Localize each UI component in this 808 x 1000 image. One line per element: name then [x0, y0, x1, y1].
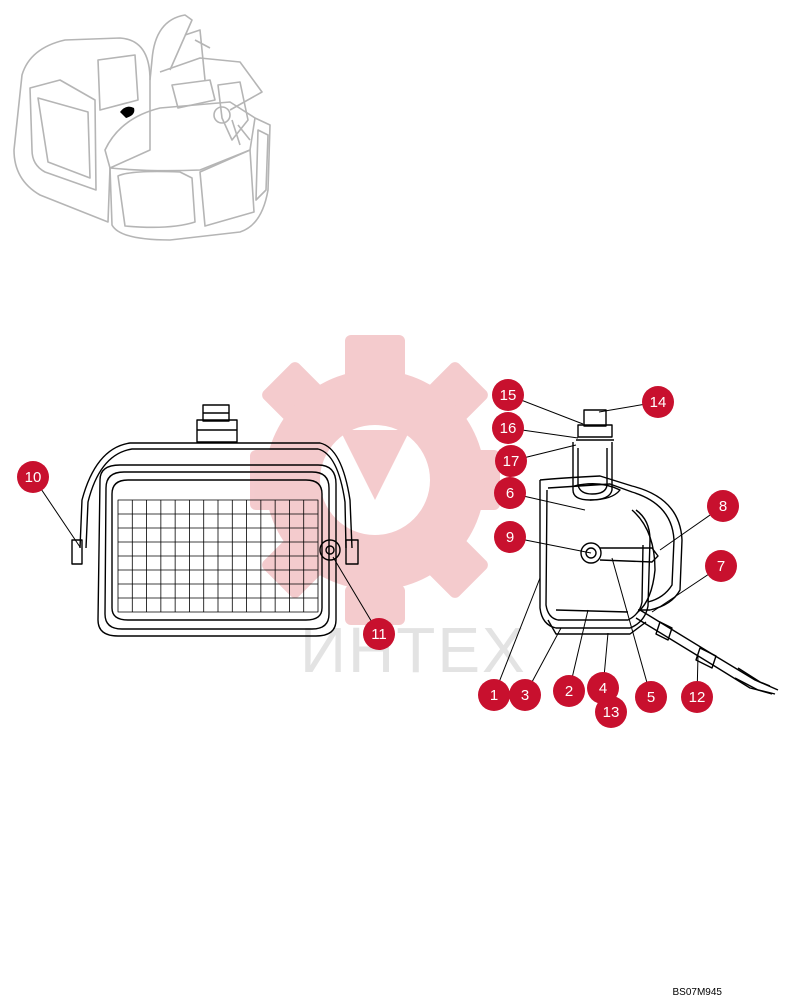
callout-label: 5: [647, 689, 655, 706]
callout-label: 6: [506, 485, 514, 502]
callout-3: 3: [509, 627, 562, 711]
callout-7: 7: [651, 550, 737, 613]
callout-label: 11: [371, 626, 387, 643]
callout-label: 9: [506, 529, 514, 546]
callout-marker: [595, 696, 627, 728]
work-light-location-marker: [120, 106, 135, 118]
callout-1: 1: [478, 577, 541, 711]
callout-label: 4: [599, 680, 607, 697]
callout-marker: [681, 681, 713, 713]
callout-marker: [494, 477, 526, 509]
callout-11: 11: [332, 556, 395, 650]
callout-marker: [494, 521, 526, 553]
callout-marker: [707, 490, 739, 522]
callout-label: 17: [503, 453, 520, 470]
lens-grid: [117, 499, 319, 613]
callout-10: 10: [17, 461, 81, 548]
callout-2: 2: [553, 609, 589, 707]
callout-9: 9: [494, 521, 592, 554]
callout-marker: [492, 379, 524, 411]
machine-location-sketch: [13, 14, 271, 241]
callout-marker: [495, 445, 527, 477]
work-light-front-view: [71, 404, 359, 637]
leader-line: [611, 557, 652, 698]
callout-marker: [553, 675, 585, 707]
callout-15: 15: [492, 379, 584, 425]
callout-label: 2: [565, 683, 573, 700]
callout-label: 10: [25, 469, 42, 486]
callout-16: 16: [492, 412, 579, 444]
callout-label: 3: [521, 687, 529, 704]
callout-label: 14: [650, 394, 667, 411]
callout-marker: [363, 618, 395, 650]
work-light-side-view: [539, 409, 779, 695]
callout-8: 8: [659, 490, 739, 551]
callout-label: 7: [717, 558, 725, 575]
callout-17: 17: [495, 444, 577, 477]
callout-marker: [492, 412, 524, 444]
callout-label: 13: [603, 704, 620, 721]
callout-label: 8: [719, 498, 727, 515]
leader-line: [493, 577, 541, 696]
callout-14: 14: [598, 386, 674, 418]
callout-marker: [478, 679, 510, 711]
watermark-gear-icon: [250, 335, 500, 625]
callout-marker: [17, 461, 49, 493]
callout-marker: [635, 681, 667, 713]
callout-marker: [705, 550, 737, 582]
callout-label: 15: [500, 387, 517, 404]
callout-label: 12: [689, 689, 706, 706]
callout-4: 4: [587, 632, 619, 704]
callout-5: 5: [611, 557, 667, 713]
callout-12: 12: [681, 654, 713, 713]
callout-marker: [509, 679, 541, 711]
callout-13: 13: [595, 696, 627, 728]
callout-marker: [642, 386, 674, 418]
watermark: ИНТЕХ: [250, 335, 527, 686]
drawing-id: BS07M945: [672, 987, 722, 998]
callout-6: 6: [494, 477, 586, 511]
watermark-text: ИНТЕХ: [300, 614, 527, 686]
callout-label: 1: [490, 687, 498, 704]
callout-label: 16: [500, 420, 517, 437]
